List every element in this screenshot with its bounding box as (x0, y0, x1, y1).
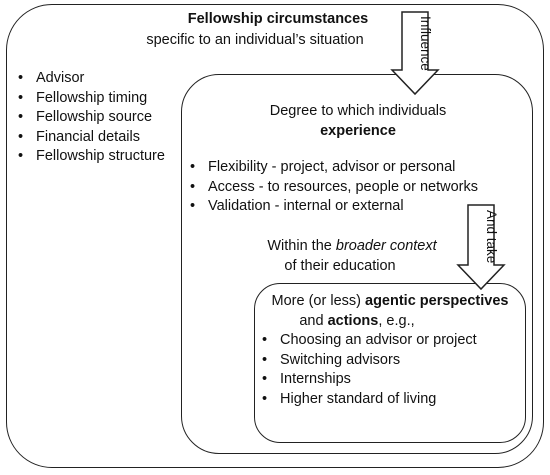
outcome-mid: and (299, 313, 324, 329)
context-italic: broader context (335, 238, 437, 254)
outer-subtitle: specific to an individual’s situation (146, 32, 364, 48)
list-item: Higher standard of living (262, 390, 477, 410)
outer-title: Fellowship circumstances (188, 10, 369, 29)
list-item: Validation - internal or external (190, 197, 478, 217)
list-item: Choosing an advisor or project (262, 331, 477, 351)
list-item: Financial details (18, 128, 165, 148)
outcome-bold-2: actions (327, 313, 379, 329)
experience-heading-bold: experience (320, 122, 396, 141)
outcome-post: , e.g., (378, 313, 415, 329)
experience-bold-text: experience (320, 123, 396, 139)
outcome-list: Choosing an advisor or project Switching… (262, 331, 477, 409)
list-item: Advisor (18, 69, 165, 89)
outer-title-bold: Fellowship circumstances (187, 11, 369, 27)
experience-heading: Degree to which individuals (270, 102, 447, 121)
outcome-bold-1: agentic perspectives (365, 293, 509, 309)
list-item: Internships (262, 370, 477, 390)
list-item: Fellowship timing (18, 89, 165, 109)
context-line-2: of their education (284, 258, 396, 274)
context-line-1: Within the broader context (267, 237, 436, 256)
experience-heading-text: Degree to which individuals (269, 103, 447, 119)
experience-list: Flexibility - project, advisor or person… (190, 158, 478, 217)
influence-arrow-label: Influence (418, 16, 433, 71)
outcome-pre: More (or less) (271, 293, 361, 309)
list-item: Fellowship structure (18, 147, 165, 167)
list-item: Fellowship source (18, 108, 165, 128)
influence-arrow-icon (390, 11, 440, 96)
and-take-arrow-label: And take (484, 210, 499, 264)
circumstances-list: Advisor Fellowship timing Fellowship sou… (18, 69, 165, 167)
and-take-arrow-icon (456, 204, 506, 291)
context-pre: Within the (267, 238, 332, 254)
list-item: Access - to resources, people or network… (190, 178, 478, 198)
list-item: Switching advisors (262, 351, 477, 371)
outcome-heading-2: and actions, e.g., (299, 312, 414, 331)
outcome-heading: More (or less) agentic perspectives (272, 292, 509, 311)
list-item: Flexibility - project, advisor or person… (190, 158, 478, 178)
